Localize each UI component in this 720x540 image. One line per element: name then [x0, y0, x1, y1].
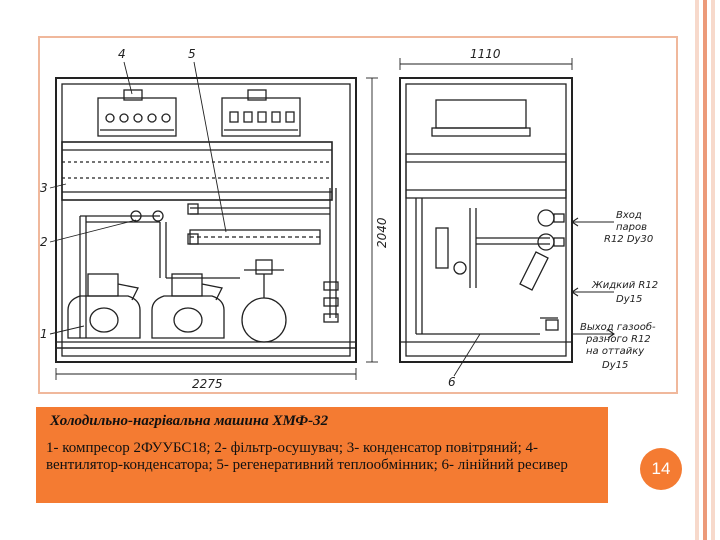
condenser-block: [61, 141, 333, 201]
dimension-width-front: 2275: [192, 377, 223, 391]
compressor-left: [67, 273, 141, 339]
fan-unit-left: [97, 89, 177, 137]
callout-6: 6: [448, 375, 456, 389]
callout-5: 5: [188, 47, 196, 61]
inlet-label-3: R12 Dy30: [604, 234, 653, 245]
side-view: [399, 58, 615, 377]
front-view: [49, 61, 378, 380]
callout-3: 3: [40, 181, 48, 195]
callout-2: 2: [40, 235, 48, 249]
inlet-label-1: Вход: [616, 210, 642, 221]
technical-drawing: 4 5 3 2 1 6 2275 2040 1110 Вход паров R1…: [38, 36, 678, 394]
dimension-width-side: 1110: [470, 47, 501, 61]
outlet-label-1: Выход газооб-: [580, 321, 656, 333]
fan-unit-right: [221, 89, 301, 137]
piping: [79, 188, 339, 338]
caption-title: Холодильно-нагрівальна машина ХМФ-32: [50, 413, 329, 429]
front-dimensions: [55, 77, 378, 380]
receiver-tank: [241, 259, 287, 343]
caption-box: Холодильно-нагрівальна машина ХМФ-32 1- …: [36, 407, 608, 503]
machine-drawing-svg: 4 5 3 2 1 6 2275 2040 1110 Вход паров R1…: [40, 47, 658, 391]
compressor-right: [151, 273, 225, 339]
callout-4: 4: [118, 47, 126, 61]
outlet-label-2: разного R12: [585, 334, 651, 345]
outlet-label-3: на оттайку: [586, 346, 645, 357]
callout-leaders: [49, 61, 227, 335]
border-stripe-3: [711, 0, 715, 540]
border-stripe-2: [703, 0, 707, 540]
liquid-label-1: Жидкий R12: [591, 280, 658, 291]
inlet-label-2: паров: [616, 222, 647, 233]
caption-text: 1- компресор 2ФУУБС18; 2- фільтр-осушува…: [46, 440, 568, 473]
outlet-label-4: Dy15: [602, 360, 628, 371]
page-number-badge: 14: [640, 448, 682, 490]
liquid-label-2: Dy15: [616, 294, 642, 305]
flow-arrows: [571, 217, 615, 339]
callout-1: 1: [40, 327, 48, 341]
border-stripe-1: [695, 0, 699, 540]
dimension-height: 2040: [375, 217, 389, 248]
